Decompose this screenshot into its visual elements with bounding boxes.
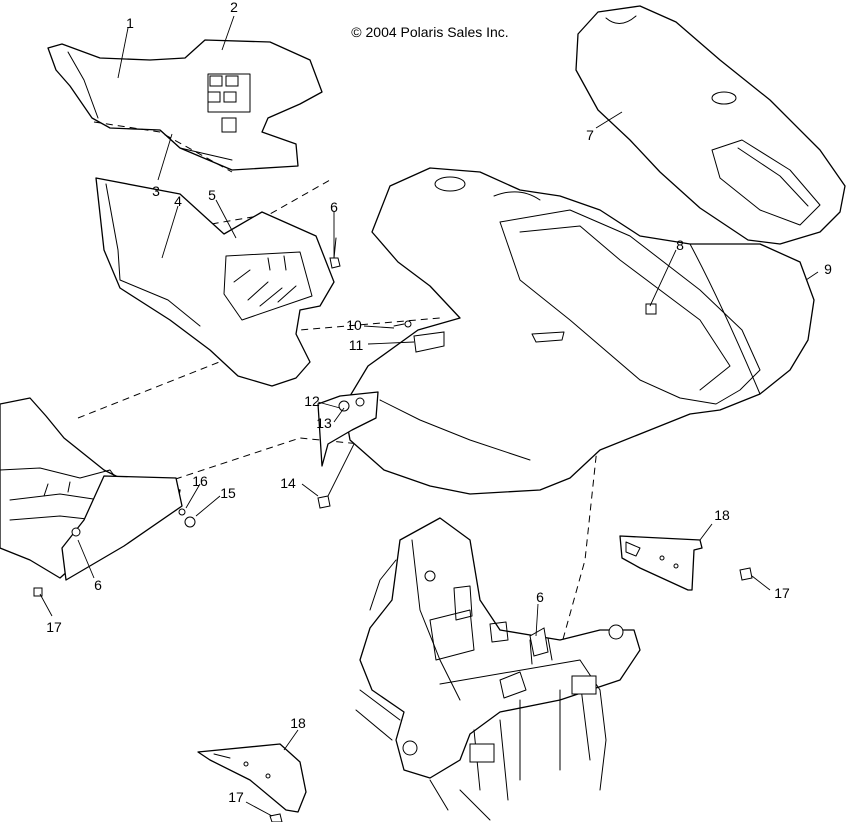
callout-4: 4: [174, 193, 182, 209]
part-18-bracket-lower: [197, 743, 307, 813]
callout-1: 1: [126, 15, 134, 31]
part-18-bracket-right: [619, 535, 703, 591]
callout-labels: 1 2 3 4 5 6 6 6 7 8 9 10 11 12 13 14 15 …: [46, 0, 832, 805]
callout-2: 2: [230, 0, 238, 15]
callout-12: 12: [304, 393, 320, 409]
callout-18-right: 18: [714, 507, 730, 523]
callout-13: 13: [316, 415, 332, 431]
frame-assembly: [355, 517, 641, 821]
callout-18-lower: 18: [290, 715, 306, 731]
copyright-notice: © 2004 Polaris Sales Inc.: [351, 24, 508, 40]
callout-14: 14: [280, 475, 296, 491]
leader-lines: [39, 15, 819, 817]
callout-16: 16: [192, 473, 208, 489]
callout-8: 8: [676, 237, 684, 253]
callout-9: 9: [824, 261, 832, 277]
part-4-5-side-panel: [95, 177, 335, 387]
part-1-left-side-panel: [47, 39, 323, 171]
part-3-panel-edge: [93, 121, 233, 173]
callout-17-lower: 17: [228, 789, 244, 805]
callout-17-right: 17: [774, 585, 790, 601]
callout-17-left: 17: [46, 619, 62, 635]
callout-11: 11: [349, 337, 364, 353]
callout-6-left: 6: [94, 577, 102, 593]
part-7-seat: [575, 5, 846, 245]
part-9-front-cab: [343, 167, 815, 495]
callout-10: 10: [346, 317, 362, 333]
callout-7: 7: [586, 127, 594, 143]
part-13-splash-guard: [317, 391, 379, 467]
callout-15: 15: [220, 485, 236, 501]
callout-5: 5: [208, 187, 216, 203]
left-footwell: [0, 397, 183, 581]
callout-6-top: 6: [330, 199, 338, 215]
callout-3: 3: [152, 183, 160, 199]
callout-6-frame: 6: [536, 589, 544, 605]
